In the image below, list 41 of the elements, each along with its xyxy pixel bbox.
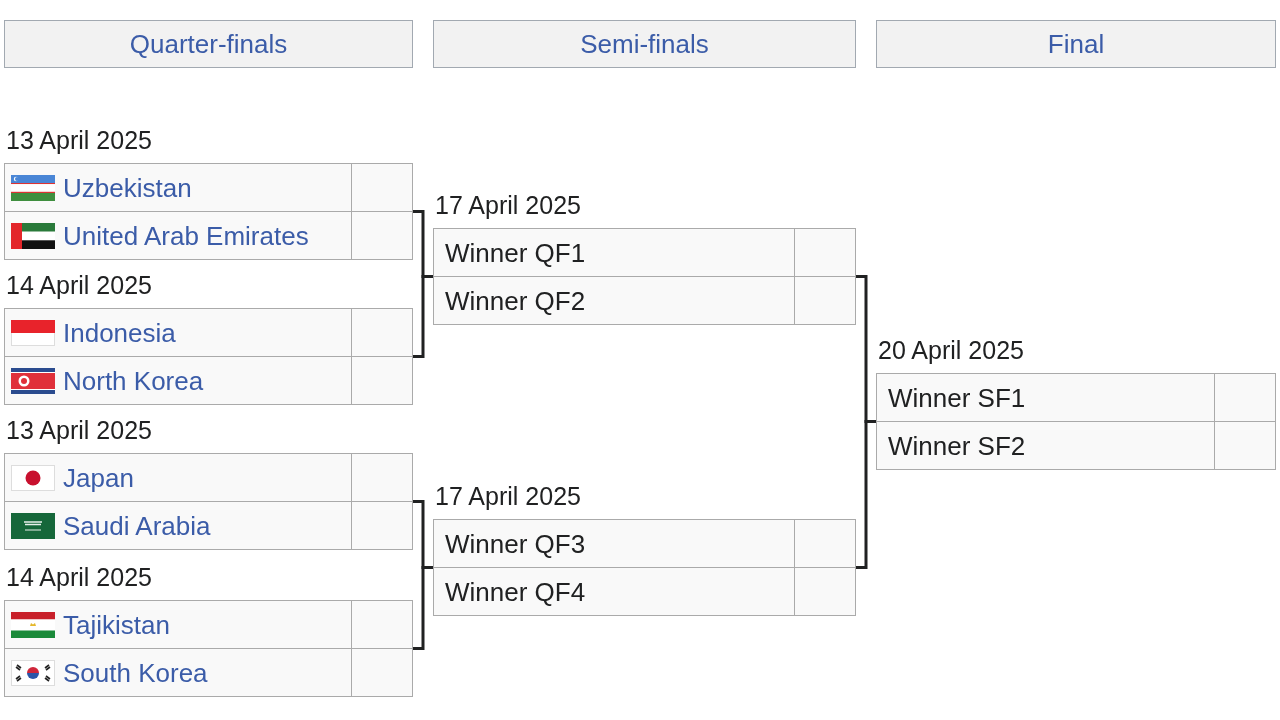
- match-table: [4, 600, 413, 697]
- team-link: United Arab Emirates: [63, 220, 309, 251]
- team-name: Winner QF2: [445, 285, 586, 316]
- team-link: South Korea: [63, 657, 208, 688]
- team-name: Winner QF4: [445, 576, 586, 607]
- team-row: [5, 309, 412, 357]
- team-link: Japan: [63, 462, 134, 493]
- team-name: Winner SF2: [888, 430, 1026, 461]
- bracket-line: [413, 275, 433, 358]
- team-name: Winner QF3: [445, 528, 586, 559]
- match-date: 14 April 2025: [6, 562, 152, 592]
- bracket-line: [413, 566, 433, 650]
- team-name: Winner QF1: [445, 237, 586, 268]
- team-row: [5, 454, 412, 502]
- team-row: [877, 374, 1275, 422]
- team-link: North Korea: [63, 365, 204, 396]
- team-name: Winner SF1: [888, 382, 1026, 413]
- team-link: Indonesia: [63, 317, 176, 348]
- match-table: [876, 373, 1276, 470]
- team-row: [434, 520, 855, 568]
- team-link: Saudi Arabia: [63, 510, 211, 541]
- round-header: Semi-finals: [433, 20, 856, 68]
- bracket-line: [856, 420, 876, 569]
- round-header: Quarter-finals: [4, 20, 413, 68]
- match-date: 13 April 2025: [6, 415, 152, 445]
- team-row: [5, 164, 412, 212]
- team-row: [5, 601, 412, 649]
- match-table: [4, 163, 413, 260]
- match-table: [433, 519, 856, 616]
- match-table: [4, 308, 413, 405]
- match-date: 20 April 2025: [878, 335, 1024, 365]
- match-date: 13 April 2025: [6, 125, 152, 155]
- round-header: Final: [876, 20, 1276, 68]
- match-date: 14 April 2025: [6, 270, 152, 300]
- team-link: Uzbekistan: [63, 172, 192, 203]
- match-date: 17 April 2025: [435, 481, 581, 511]
- team-link: Tajikistan: [63, 609, 170, 640]
- match-table: [433, 228, 856, 325]
- match-table: [4, 453, 413, 550]
- team-row: [434, 229, 855, 277]
- match-date: 17 April 2025: [435, 190, 581, 220]
